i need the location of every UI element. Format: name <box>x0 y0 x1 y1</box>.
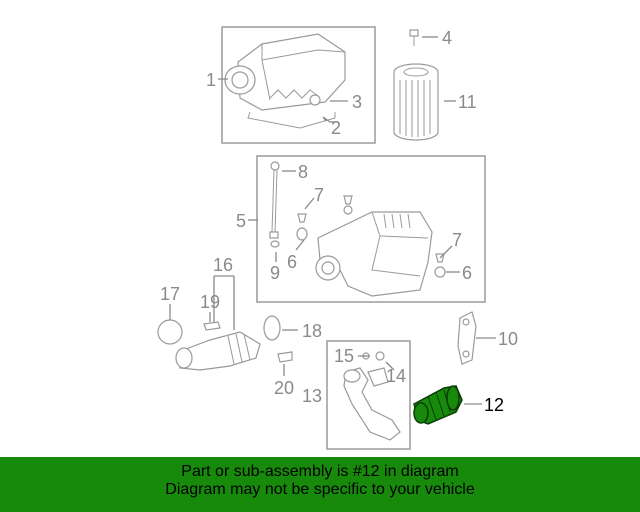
callout-9: 9 <box>270 263 280 283</box>
callout-18: 18 <box>302 321 322 341</box>
banner-line-1: Part or sub-assembly is #12 in diagram <box>181 463 459 480</box>
callout-10: 10 <box>498 329 518 349</box>
callout-1: 1 <box>206 70 216 90</box>
highlighted-part-12 <box>413 385 463 425</box>
callout-17: 17 <box>160 284 180 304</box>
info-banner: Part or sub-assembly is #12 in diagram D… <box>0 457 640 512</box>
callout-16: 16 <box>213 255 233 275</box>
banner-line-2: Diagram may not be specific to your vehi… <box>165 481 475 498</box>
callout-7-left: 7 <box>314 185 324 205</box>
group-box-resonator <box>326 340 411 450</box>
clamp-part-18 <box>263 315 281 341</box>
callout-20: 20 <box>274 378 294 398</box>
callout-12: 12 <box>484 395 504 415</box>
callout-13: 13 <box>302 386 322 406</box>
rod-part-8 <box>269 161 280 248</box>
callout-2: 2 <box>331 118 341 138</box>
bolt-part-4 <box>409 29 419 46</box>
callout-6-left: 6 <box>287 252 297 272</box>
clamp-ring-part-17 <box>157 319 183 345</box>
callout-19: 19 <box>200 292 220 312</box>
callout-4: 4 <box>442 28 452 48</box>
callout-15: 15 <box>334 346 354 366</box>
air-cleaner-case-part <box>315 211 433 297</box>
parts-diagram: 1 2 3 4 5 6 6 7 7 8 9 10 11 12 13 14 15 … <box>157 26 518 450</box>
callout-6-right: 6 <box>462 263 472 283</box>
group-box-air-cleaner-top <box>221 26 376 144</box>
air-filter-element-part <box>393 63 439 141</box>
callout-14: 14 <box>386 366 406 386</box>
bracket-part-10 <box>457 311 477 365</box>
leader-lines <box>169 36 496 405</box>
callout-7-right: 7 <box>452 230 462 250</box>
intake-duct-part-16 <box>175 331 261 371</box>
air-cleaner-cover-part <box>224 33 346 129</box>
callout-8: 8 <box>298 162 308 182</box>
callout-11: 11 <box>458 92 477 112</box>
group-box-air-cleaner-case <box>256 155 486 303</box>
callout-3: 3 <box>352 92 362 112</box>
clip-part-19 <box>203 321 221 331</box>
callout-5: 5 <box>236 211 246 231</box>
clip-part-20 <box>277 351 293 363</box>
